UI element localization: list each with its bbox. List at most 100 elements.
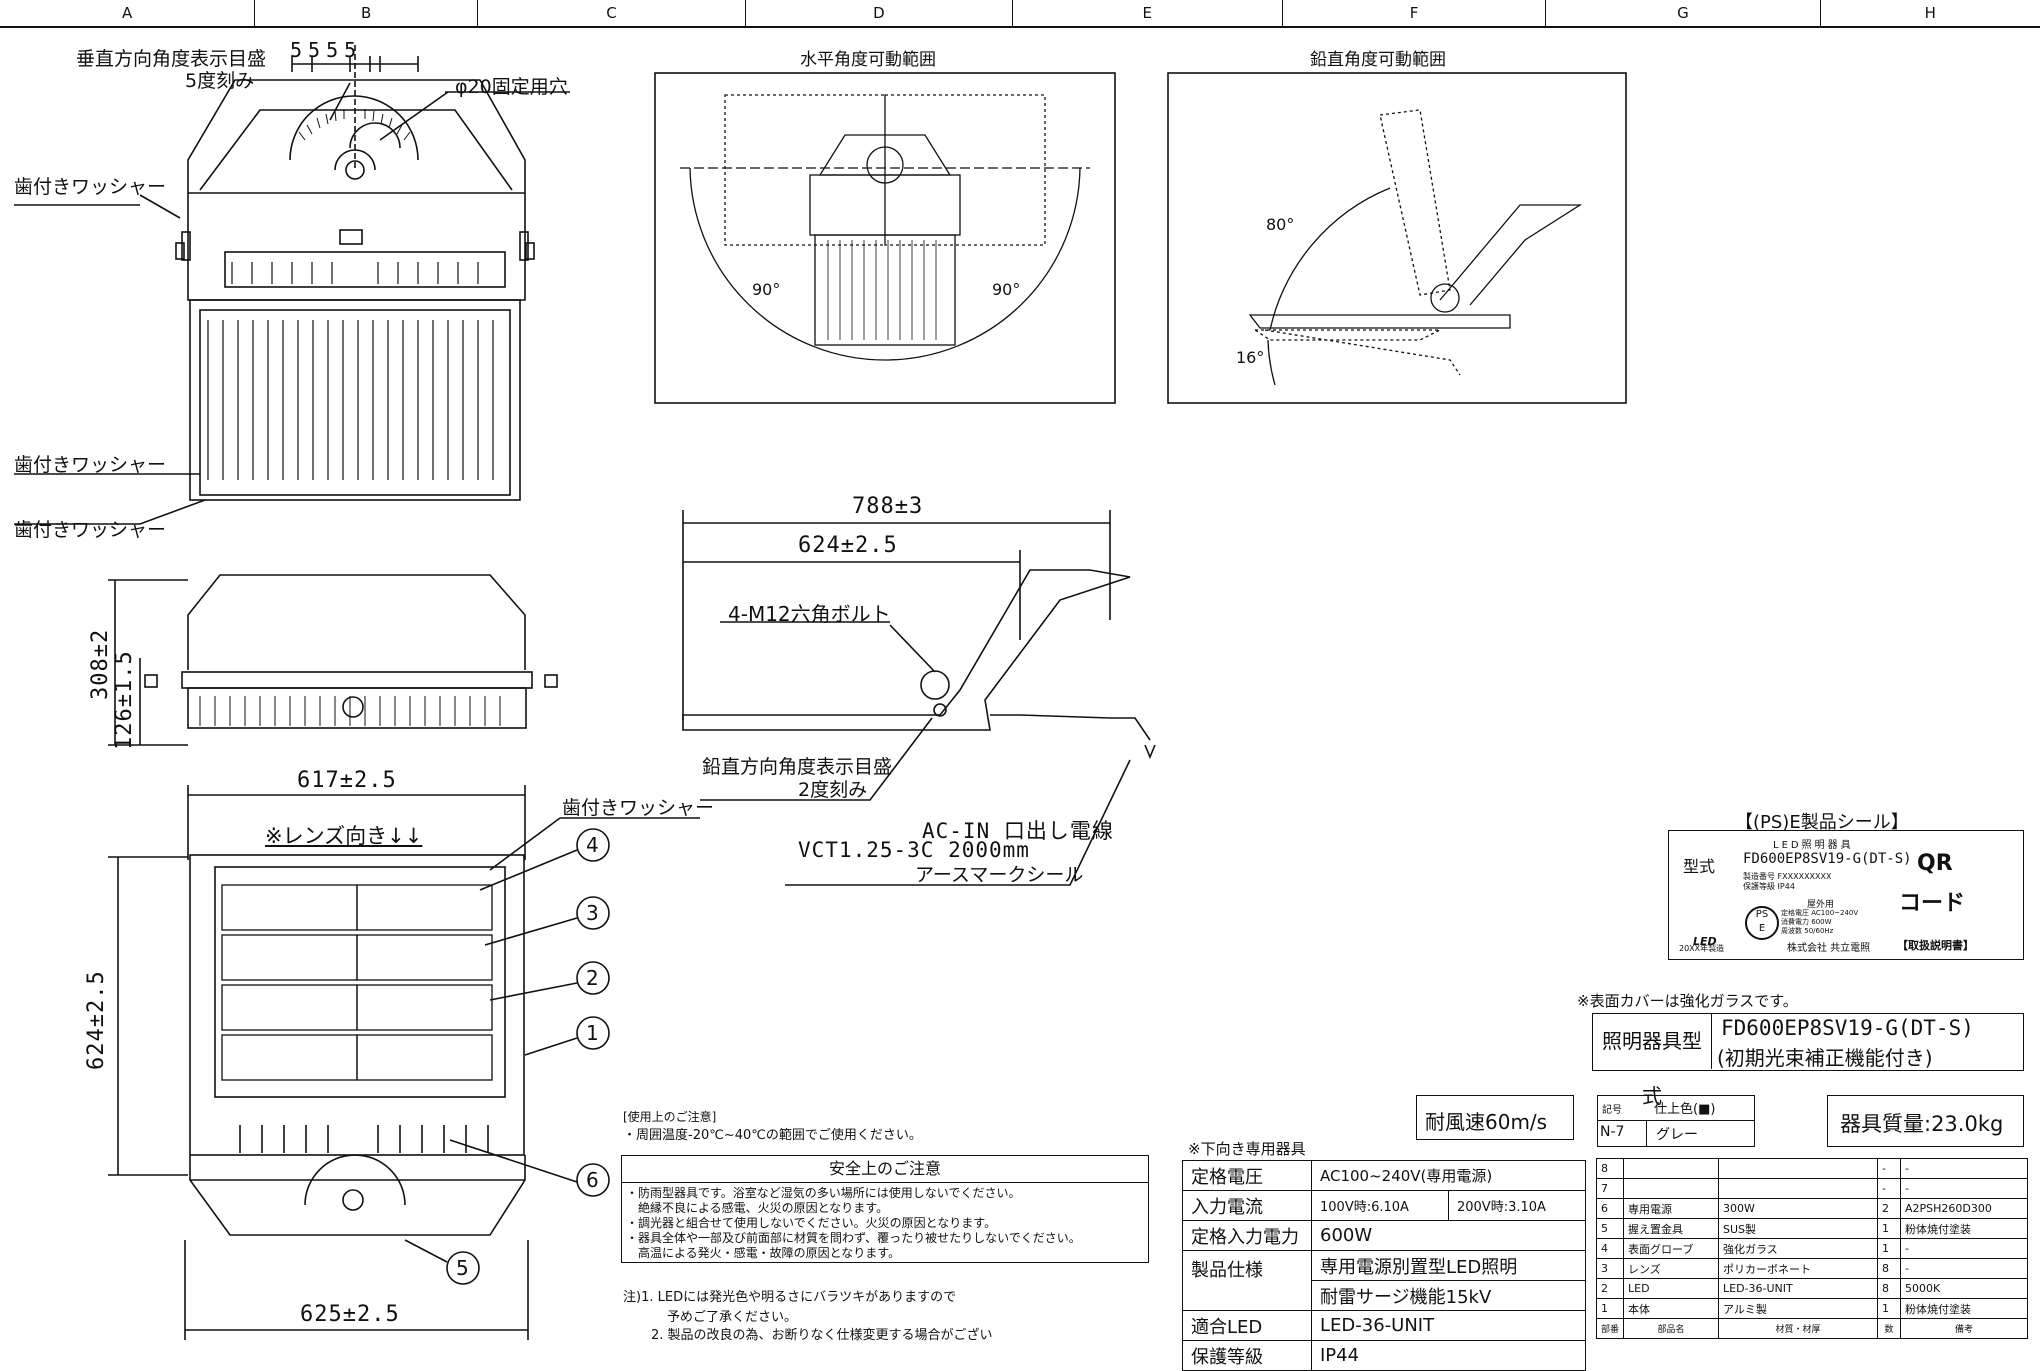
freq: 50/60Hz [1804, 927, 1834, 935]
parts-header-no: 部番 [1595, 1318, 1625, 1339]
part-name [1623, 1158, 1720, 1179]
spec-value: 専用電源別置型LED照明 [1311, 1250, 1586, 1281]
ps-seal-serial-label: 製造番号 [1743, 872, 1775, 881]
safety-line: 高温による発火・感電・故障の原因となります。 [626, 1246, 901, 1260]
part-material: 強化ガラス [1718, 1238, 1879, 1259]
horizontal-right-angle: 90° [992, 280, 1021, 299]
callout-5: 5 [456, 1256, 469, 1280]
part-name: レンズ [1623, 1258, 1720, 1279]
ps-seal-year: 20XX年製造 [1679, 944, 1725, 953]
part-qty: - [1877, 1158, 1902, 1179]
spec-key: 定格電圧 [1182, 1160, 1312, 1191]
part-qty: 8 [1877, 1278, 1902, 1299]
safety-line: ・防雨型器具です。浴室など湿気の多い場所には使用しないでください。 [626, 1186, 1021, 1200]
model-box-model: FD600EP8SV19-G(DT-S) [1721, 1016, 1974, 1040]
part-no: 8 [1595, 1158, 1625, 1179]
part-no: 7 [1595, 1178, 1625, 1199]
spec-key: 保護等級 [1182, 1340, 1312, 1371]
profile-dim-body: 624±2.5 [798, 533, 898, 558]
mass-value: 器具質量:23.0kg [1840, 1112, 2004, 1136]
part-material [1718, 1178, 1879, 1199]
parts-header-material: 材質・材厚 [1718, 1318, 1879, 1339]
vertical-scale-label: 垂直方向角度表示目盛 [76, 48, 267, 70]
part-remarks: - [1900, 1178, 2028, 1199]
ps-seal-product-line: LED照明器具 [1773, 840, 1854, 851]
side-dim-height: 308±2 [88, 628, 113, 700]
ps-seal-box: 型式 LED照明器具 FD600EP8SV19-G(DT-S) 製造番号 FXX… [1668, 830, 2024, 960]
grid-col-e: E [1013, 0, 1283, 26]
part-remarks: 5000K [1900, 1278, 2028, 1299]
note-line-1: 注)1. LEDには発光色や明るさにバラツキがありますので [623, 1290, 957, 1305]
cable-line-3: アースマークシール [915, 864, 1084, 886]
part-material [1718, 1158, 1879, 1179]
spec-value: 100V時:6.10A [1311, 1190, 1449, 1221]
usage-line: ・周囲温度-20℃~40℃の範囲でご使用ください。 [623, 1128, 922, 1143]
spec-row: 適合LED LED-36-UNIT [1182, 1310, 1586, 1341]
bottom-washer-label: 歯付きワッシャー [562, 797, 715, 819]
spec-row: 保護等級 IP44 [1182, 1340, 1586, 1371]
grid-col-d: D [746, 0, 1013, 26]
bottom-dim-bottom: 625±2.5 [300, 1302, 400, 1327]
cable-line-2: VCT1.25-3C 2000mm [798, 838, 1030, 862]
grid-col-c: C [478, 0, 747, 26]
spec-key: 定格入力電力 [1182, 1220, 1312, 1251]
lens-grid [221, 884, 493, 1081]
profile-view [682, 510, 1156, 886]
parts-header-remarks: 備考 [1900, 1318, 2028, 1339]
part-material: SUS製 [1718, 1218, 1879, 1239]
ps-seal-protect: IP44 [1777, 882, 1795, 891]
part-qty: 8 [1877, 1258, 1902, 1279]
spec-row: 定格電圧 AC100~240V(専用電源) [1182, 1160, 1586, 1191]
horizontal-range-drawing [680, 94, 1090, 361]
ps-seal-serial: FXXXXXXXXX [1777, 872, 1832, 881]
part-qty: 1 [1877, 1238, 1902, 1259]
profile-dim-total: 788±3 [852, 494, 924, 519]
spec-heading: ※下向き専用器具 [1188, 1140, 1306, 1158]
vertical-scale-step: 5度刻み [185, 70, 255, 92]
bottom-view-outline [108, 785, 700, 1340]
grid-col-f: F [1283, 0, 1547, 26]
ps-seal-model-label: 型式 [1683, 857, 1716, 876]
ps-seal-protect-label: 保護等級 [1743, 882, 1775, 891]
ps-seal-company: 株式会社 共立電照 [1787, 943, 1871, 954]
part-material: LED-36-UNIT [1718, 1278, 1879, 1299]
profile-scale-label: 鉛直方向角度表示目盛 [702, 756, 893, 778]
manual-label: 【取扱説明書】 [1897, 939, 1974, 952]
ps-seal-model: FD600EP8SV19-G(DT-S) [1743, 851, 1912, 867]
parts-header-name: 部品名 [1623, 1318, 1720, 1339]
vertical-range-frame [1167, 72, 1627, 404]
grid-header: A B C D E F G H [0, 0, 2040, 28]
part-qty: 1 [1877, 1218, 1902, 1239]
safety-line: 絶縁不良による感電、火災の原因となります。 [626, 1201, 889, 1215]
spec-row: 製品仕様 専用電源別置型LED照明 [1182, 1250, 1586, 1311]
led-mark-text: LED [1693, 935, 1717, 948]
power-label: 消費電力 [1781, 918, 1809, 926]
part-qty: 2 [1877, 1198, 1902, 1219]
color-name: グレー [1656, 1127, 1698, 1143]
power: 600W [1811, 918, 1832, 926]
model-box: 照明器具型式 FD600EP8SV19-G(DT-S) (初期光束補正機能付き) [1592, 1013, 2024, 1108]
e-mark-text: E [1758, 923, 1766, 934]
part-material: ポリカーボネート [1718, 1258, 1879, 1279]
vertical-up-angle: 80° [1266, 215, 1295, 234]
profile-scale-step: 2度刻み [798, 779, 868, 801]
bottom-dim-width: 617±2.5 [297, 768, 397, 793]
washer-label-3: 歯付きワッシャー [14, 519, 167, 541]
spec-key: 製品仕様 [1182, 1250, 1312, 1311]
spec-value: 200V時:3.10A [1447, 1190, 1587, 1221]
color-box-divider [1598, 1120, 1754, 1121]
mass-box: 器具質量:23.0kg [1827, 1095, 2024, 1147]
callout-6: 6 [586, 1168, 599, 1192]
part-no: 3 [1595, 1258, 1625, 1279]
model-box-sub: (初期光束補正機能付き) [1717, 1046, 1933, 1070]
part-remarks: - [1900, 1158, 2028, 1179]
spec-row: 耐雷サージ機能15kV [1183, 1280, 1586, 1311]
parts-header-qty: 数 [1877, 1318, 1902, 1339]
safety-title: 安全上のご注意 [622, 1156, 1148, 1183]
part-no: 6 [1595, 1198, 1625, 1219]
parts-header-row: 部番 部品名 材質・材厚 数 備考 [1595, 1318, 2028, 1339]
